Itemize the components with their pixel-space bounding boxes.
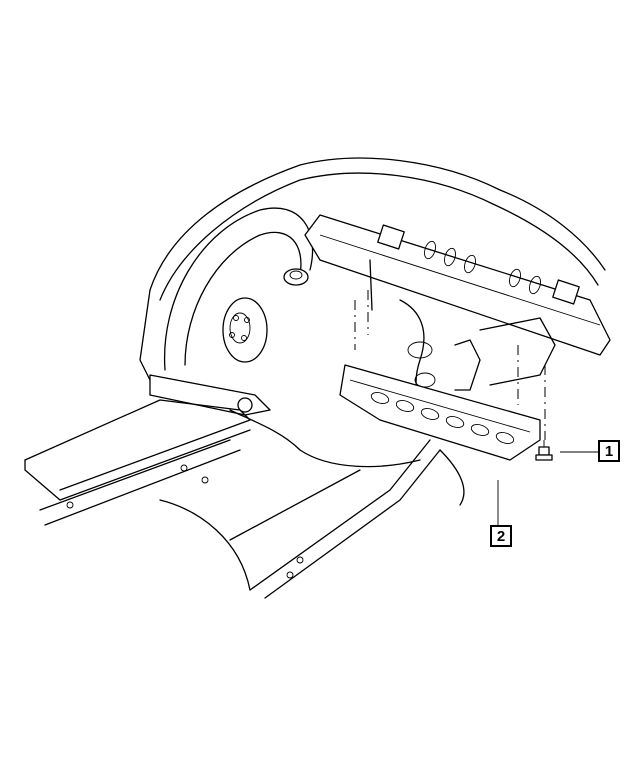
bolt — [535, 440, 553, 461]
radiator-crossmember — [304, 214, 611, 356]
strut-mount — [283, 268, 309, 286]
control-arm — [149, 374, 271, 416]
callout-1-box: 1 — [598, 440, 620, 462]
leader-lines — [497, 451, 598, 525]
callout-2-label: 2 — [496, 527, 506, 545]
assembly-lines — [354, 290, 546, 440]
wheel-hub — [222, 297, 268, 363]
front-fascia — [139, 157, 606, 381]
callout-2-box: 2 — [490, 525, 512, 547]
frame-rails — [24, 399, 465, 599]
splash-shield — [339, 364, 541, 461]
callout-1-label: 1 — [604, 442, 614, 460]
